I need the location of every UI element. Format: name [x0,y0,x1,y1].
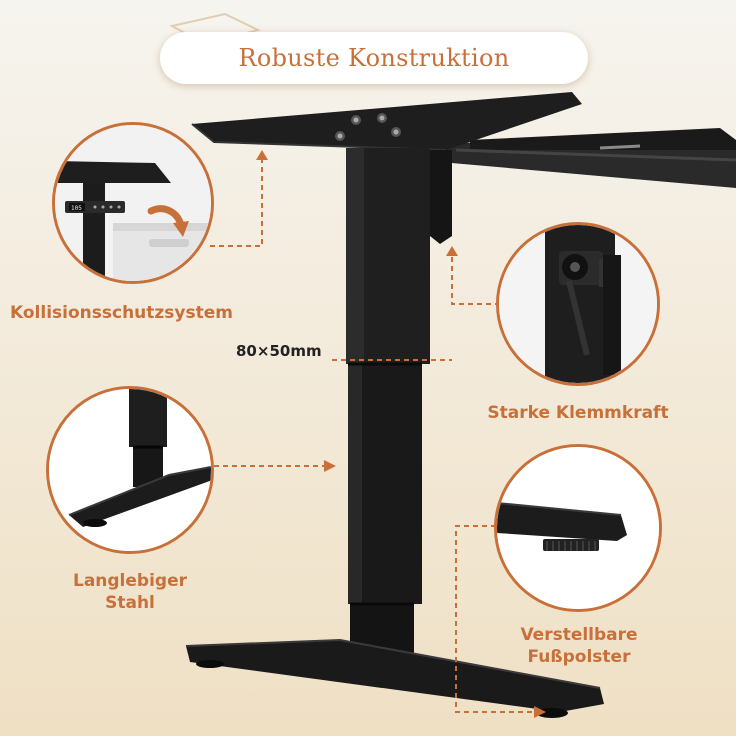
steel-detail-illustration [49,389,211,551]
steel-label: Langlebiger Stahl [30,570,230,614]
control-panel-display [69,203,85,211]
pads-label-line2: Fußpolster [527,647,631,667]
collision-arrow-icon [147,205,185,229]
collision-detail-illustration: 105 [55,125,211,281]
steel-label-line2: Stahl [105,593,155,613]
pads-label: Verstellbare Fußpolster [482,624,676,668]
steel-label-line1: Langlebiger [72,571,187,591]
clamp-label: Starke Klemmkraft [487,403,669,423]
collision-label: Kollisionsschutzsystem [10,303,233,323]
dimension-label: 80×50mm [236,342,322,360]
display-value: 105 [71,205,82,212]
pads-label-line1: Verstellbare [520,625,638,645]
clamp-detail-illustration [499,225,657,383]
steel-detail-circle [46,386,214,554]
collision-detail-circle: 105 [52,122,214,284]
top-mount-plate [192,92,582,150]
pads-detail-illustration [497,447,659,609]
foot-base [186,640,604,712]
clamp-detail-circle [496,222,660,386]
title-banner: Robuste Konstruktion [160,32,588,84]
pads-detail-circle [494,444,662,612]
page-title: Robuste Konstruktion [238,44,510,72]
